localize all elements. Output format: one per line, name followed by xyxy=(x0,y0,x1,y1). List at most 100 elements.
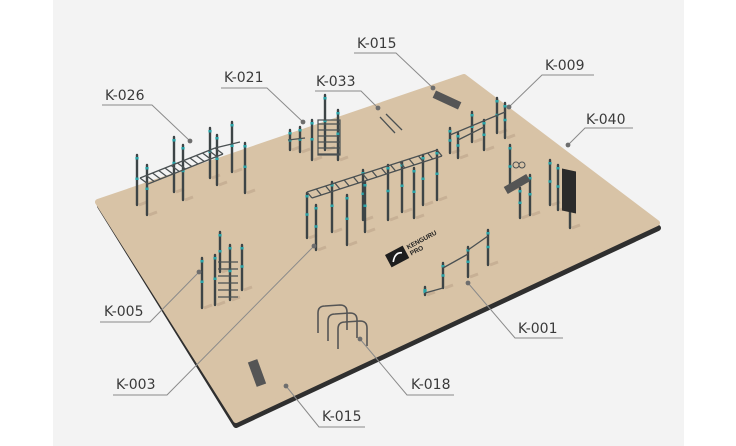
pole-clamp xyxy=(466,260,470,263)
pole-clamp xyxy=(528,193,532,196)
bar xyxy=(183,159,193,168)
callout-label: K-005 xyxy=(104,304,143,320)
bar xyxy=(158,169,168,178)
pole-clamp xyxy=(486,232,490,235)
wall-bars xyxy=(317,119,341,156)
pole-clamp xyxy=(503,105,507,108)
pole-clamp xyxy=(435,152,439,155)
bar xyxy=(287,137,306,141)
pole-clamp xyxy=(345,217,349,220)
pole-clamp xyxy=(208,130,212,133)
callout-label: K-018 xyxy=(411,377,450,393)
pole-clamp xyxy=(448,139,452,142)
bench xyxy=(247,359,267,387)
pole-clamp xyxy=(135,157,139,160)
pole-shadow xyxy=(469,272,479,279)
pole-clamp xyxy=(323,97,327,100)
pole-clamp xyxy=(330,204,334,207)
pole-clamp xyxy=(336,112,340,115)
pole-clamp xyxy=(482,122,486,125)
equipment-layer xyxy=(135,90,581,387)
pole-clamp xyxy=(310,122,314,125)
callout-k001: K-001 xyxy=(465,280,563,339)
bar xyxy=(145,174,155,183)
pole-clamp xyxy=(470,114,474,117)
bar xyxy=(390,164,397,172)
pole-clamp xyxy=(230,144,234,147)
pole-shadow xyxy=(459,153,469,160)
pole-clamp xyxy=(482,133,486,136)
pole-clamp xyxy=(243,145,247,148)
pole-clamp xyxy=(361,192,365,195)
callout-k018: K-018 xyxy=(357,336,454,396)
pole-shadow xyxy=(184,195,194,202)
bar xyxy=(385,113,403,131)
pole-clamp xyxy=(305,195,309,198)
pole-shadow xyxy=(366,227,376,234)
pole-clamp xyxy=(135,177,139,180)
pole-clamp xyxy=(548,162,552,165)
climbing-wall xyxy=(562,168,576,214)
pole-shadow xyxy=(291,145,301,152)
bar xyxy=(177,162,186,170)
pole-shadow xyxy=(426,290,436,297)
bar xyxy=(214,141,241,149)
callout-label: K-001 xyxy=(518,321,557,337)
pole-shadow xyxy=(415,213,425,220)
parallel-bar xyxy=(317,304,348,333)
pole-clamp xyxy=(508,165,512,168)
pole-clamp xyxy=(400,184,404,187)
pole-clamp xyxy=(421,157,425,160)
pole-shadow xyxy=(571,223,581,230)
bar xyxy=(139,177,149,185)
pole-clamp xyxy=(386,167,390,170)
pole-clamp xyxy=(323,119,327,123)
pole-shadow xyxy=(389,215,399,222)
pole-shadow xyxy=(424,200,434,207)
callout-k015-bottom: K-015 xyxy=(283,383,365,428)
pole-clamp xyxy=(215,157,219,160)
callout-k005: K-005 xyxy=(100,269,202,323)
pole-clamp xyxy=(240,247,244,250)
pole-shadow xyxy=(506,133,516,140)
pole-clamp xyxy=(386,189,390,193)
pole-shadow xyxy=(233,167,243,174)
pole-shadow xyxy=(531,210,541,217)
pole-clamp xyxy=(363,204,367,207)
pole-clamp xyxy=(486,245,490,249)
pole-clamp xyxy=(145,167,149,170)
callout-k021: K-021 xyxy=(221,70,306,125)
callout-label: K-003 xyxy=(116,377,155,393)
pole-shadow xyxy=(333,227,343,234)
pole-clamp xyxy=(298,138,302,141)
pole-clamp xyxy=(548,180,552,183)
pole-clamp xyxy=(456,144,460,147)
bar xyxy=(467,235,489,251)
pole-clamp xyxy=(243,165,247,168)
pole-shadow xyxy=(216,300,226,307)
bar xyxy=(457,126,485,141)
pole-clamp xyxy=(240,265,244,268)
callout-label: K-021 xyxy=(224,70,263,86)
callout-label: K-009 xyxy=(545,58,584,74)
pole-clamp xyxy=(518,201,522,204)
pole-shadow xyxy=(521,213,531,220)
pole-clamp xyxy=(288,132,292,135)
bar xyxy=(399,161,406,169)
pole-clamp xyxy=(448,130,452,133)
pole-clamp xyxy=(466,249,470,252)
pole-shadow xyxy=(313,155,323,162)
pole-clamp xyxy=(200,280,204,283)
parallel-bar xyxy=(327,312,358,341)
bar xyxy=(427,152,434,160)
pole-shadow xyxy=(473,137,483,144)
pole-clamp xyxy=(314,207,318,210)
bar xyxy=(189,157,199,165)
pole-clamp xyxy=(441,265,445,268)
bar xyxy=(442,253,469,269)
bar xyxy=(195,154,205,163)
callout-label: K-026 xyxy=(105,88,145,104)
callout-k009: K-009 xyxy=(506,58,594,110)
pole-shadow xyxy=(444,283,454,290)
pole-shadow xyxy=(243,285,253,292)
